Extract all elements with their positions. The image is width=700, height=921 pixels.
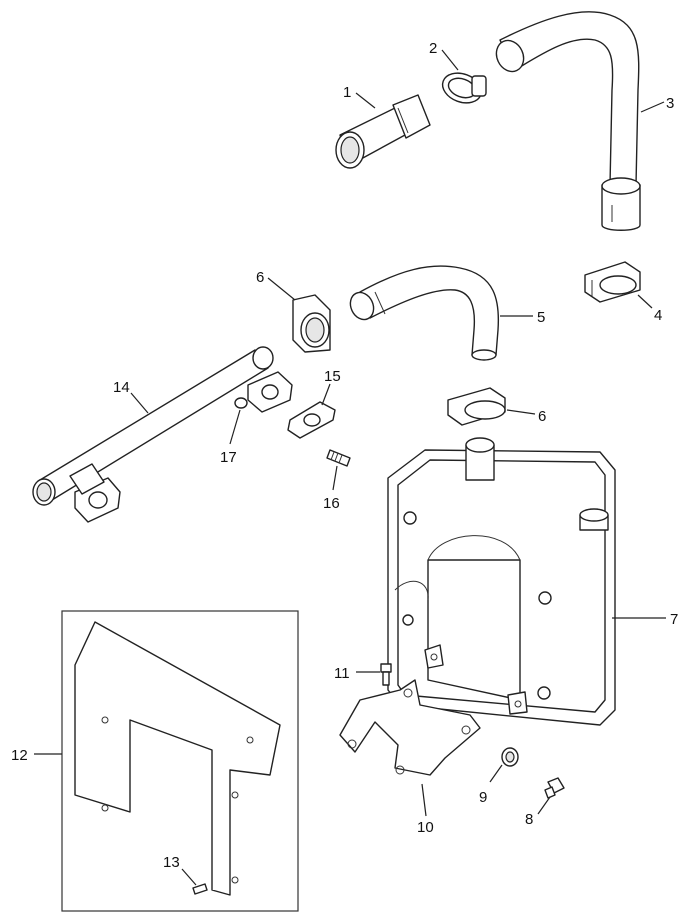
callout-11: 11	[334, 665, 350, 682]
part-11-bolt	[380, 663, 392, 686]
callout-5: 5	[537, 309, 545, 326]
callout-15: 15	[324, 368, 341, 385]
callout-1: 1	[343, 84, 351, 101]
part-12-heat-shield	[61, 610, 299, 912]
part-2-hose-clamp	[441, 72, 487, 104]
callout-14: 14	[113, 379, 130, 396]
part-13-screw	[192, 883, 208, 895]
callout-6-upper: 6	[256, 269, 264, 286]
callout-9: 9	[479, 789, 487, 806]
callout-13: 13	[163, 854, 180, 871]
callout-10: 10	[417, 819, 434, 836]
callout-4: 4	[654, 307, 662, 324]
part-10-mounting-bracket	[339, 679, 481, 776]
part-4-clamp-bracket	[584, 261, 641, 303]
part-9-washer	[501, 747, 519, 767]
callout-8: 8	[525, 811, 533, 828]
part-14-header-pipe	[32, 346, 293, 523]
part-16-stud	[326, 449, 351, 467]
callout-12: 12	[11, 747, 28, 764]
part-5-bent-pipe	[349, 265, 500, 361]
part-1-coupler-sleeve	[335, 94, 431, 169]
callout-3: 3	[666, 95, 674, 112]
part-17-nut	[234, 397, 248, 409]
callout-17: 17	[220, 449, 237, 466]
part-15-gasket	[287, 401, 336, 439]
part-8-bolt	[544, 777, 565, 799]
part-3-tailpipe	[495, 11, 641, 231]
part-6-clamp-bracket-left	[292, 294, 331, 353]
callout-16: 16	[323, 495, 340, 512]
callout-labels: 1 2 3 4 5 6 6 7 8 9 10 11 12 13 14 15 16…	[11, 40, 678, 871]
callout-6-right: 6	[538, 408, 546, 425]
part-6-clamp-bracket-right	[447, 387, 506, 426]
part-7-muffler	[387, 437, 616, 726]
callout-2: 2	[429, 40, 437, 57]
callout-7: 7	[670, 611, 678, 628]
leader-lines	[34, 49, 666, 886]
inset-frame	[61, 610, 299, 912]
